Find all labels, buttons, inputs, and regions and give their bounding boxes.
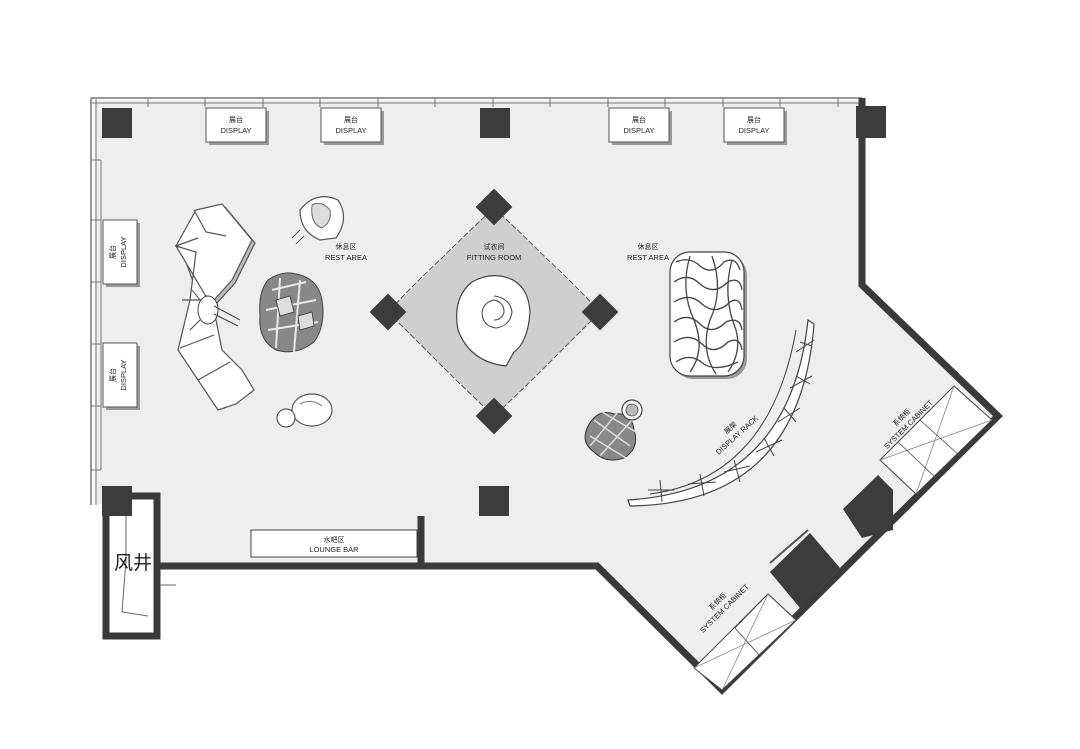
sculpture-table xyxy=(259,272,324,353)
display-top-4: 展台 DISPLAY xyxy=(723,107,787,145)
armchair xyxy=(291,196,345,245)
display-top-3: 展台 DISPLAY xyxy=(608,107,672,145)
top-window-wall xyxy=(91,97,862,107)
rest-area-right-label-en: REST AREA xyxy=(627,253,669,262)
knot-ottoman xyxy=(669,251,747,379)
display-label-en: DISPLAY xyxy=(220,126,251,135)
display-label-en: DISPLAY xyxy=(119,236,128,267)
rattan-stool xyxy=(584,399,643,461)
display-label-cn: 展台 xyxy=(632,115,646,124)
column xyxy=(479,486,509,516)
display-label-cn: 展台 xyxy=(344,115,358,124)
display-top-1: 展台 DISPLAY xyxy=(205,107,269,145)
wall-opening-line xyxy=(769,529,809,564)
display-label-cn: 展台 xyxy=(108,368,117,382)
fitting-room-label-en: FITTING ROOM xyxy=(467,253,522,262)
fitting-room: 试衣间 FITTING ROOM xyxy=(369,188,619,435)
display-label-cn: 展台 xyxy=(229,115,243,124)
air-shaft-label: 风井 xyxy=(114,552,152,574)
display-label-en: DISPLAY xyxy=(623,126,654,135)
side-chair xyxy=(276,393,333,428)
lounge-bar-label-en: LOUNGE BAR xyxy=(309,545,359,554)
fitting-room-label-cn: 试衣间 xyxy=(484,242,505,251)
rest-area-left-label-en: REST AREA xyxy=(325,253,367,262)
column xyxy=(480,108,510,138)
column xyxy=(770,533,840,608)
sectional-sofa xyxy=(174,203,256,411)
left-window-wall xyxy=(90,98,102,505)
lounge-bar: 水吧区 LOUNGE BAR xyxy=(250,529,418,558)
display-label-cn: 展台 xyxy=(747,115,761,124)
column xyxy=(843,475,893,538)
lounge-bar-label-cn: 水吧区 xyxy=(324,535,345,544)
rest-area-left-label-cn: 休息区 xyxy=(336,242,357,251)
display-left-2: 展台 DISPLAY xyxy=(102,342,140,410)
display-left-1: 展台 DISPLAY xyxy=(102,219,140,287)
exterior-walls xyxy=(160,98,1004,695)
display-label-en: DISPLAY xyxy=(738,126,769,135)
display-top-2: 展台 DISPLAY xyxy=(320,107,384,145)
column xyxy=(856,106,886,138)
lounge-chair-person xyxy=(189,289,241,331)
column xyxy=(102,486,132,516)
rest-area-right-label-cn: 休息区 xyxy=(638,242,659,251)
display-label-en: DISPLAY xyxy=(335,126,366,135)
column xyxy=(102,108,132,138)
display-label-cn: 展台 xyxy=(108,245,117,259)
display-label-en: DISPLAY xyxy=(119,359,128,390)
